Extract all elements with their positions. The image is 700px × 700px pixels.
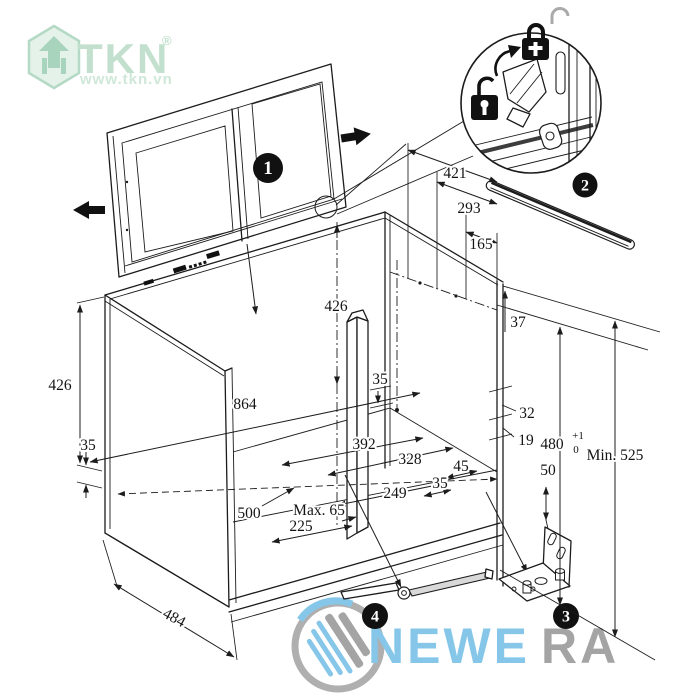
- rail-hole-centerline: [389, 271, 498, 311]
- dim-50: 50: [540, 462, 556, 479]
- floor-diagonal-hidden-line: [117, 476, 498, 497]
- callout-1-number: 1: [263, 158, 273, 179]
- tkn-url: www.tkn.vn: [79, 71, 173, 88]
- dim-min-525: Min. 525: [587, 447, 644, 464]
- rotate-arrow-icon: [494, 49, 512, 77]
- dim-480: 480: [540, 436, 564, 453]
- dim-421: 421: [443, 165, 466, 182]
- detail-source-circle: [314, 195, 338, 219]
- dim-max-65: Max. 65: [293, 502, 345, 519]
- dim-249: 249: [383, 485, 407, 502]
- dim-426-left: 426: [48, 377, 72, 394]
- dim-35-left: 35: [80, 437, 96, 454]
- tkn-registered-mark: ®: [162, 33, 172, 48]
- tool-handle: [340, 582, 400, 600]
- lock-closed-icon: [522, 7, 570, 60]
- dim-328: 328: [398, 451, 422, 468]
- door-rail-hardware: [143, 250, 220, 286]
- newera-wordmark-blue: NEWE: [368, 618, 530, 674]
- tkn-emblem-icon: [27, 24, 81, 90]
- door-right-panel: [251, 83, 332, 219]
- dimension-right-group: 32 19 480 +1 0 Min. 525 50: [488, 285, 661, 661]
- rail-strip-part: 2: [485, 172, 635, 250]
- cabinet-right-top-edge: [384, 211, 504, 283]
- dim-165: 165: [469, 236, 493, 253]
- dim-500: 500: [237, 505, 261, 522]
- dimension-top-group: 421 293 165 37: [407, 143, 528, 333]
- newera-logo: NEWE RA: [291, 597, 619, 693]
- dim-480-tolerance-lower: 0: [573, 444, 579, 456]
- dimension-center-group: 426 35: [322, 222, 394, 528]
- dim-37: 37: [510, 314, 526, 331]
- callout-1: [253, 153, 283, 183]
- interior-post: [346, 309, 369, 540]
- dim-35-floor: 35: [432, 475, 448, 492]
- dim-45: 45: [453, 458, 469, 475]
- cabinet-left-wall: [104, 294, 230, 608]
- dim-19: 19: [518, 432, 534, 449]
- door-install-arrow: [246, 243, 259, 315]
- dim-293: 293: [457, 200, 481, 217]
- newera-emblem-icon: [291, 597, 385, 693]
- dim-864: 864: [233, 396, 257, 413]
- corner-bracket-part: 3: [485, 491, 579, 629]
- callout-2: [572, 172, 598, 198]
- door-center-divider: [231, 108, 243, 242]
- slide-right-arrow-icon: [340, 127, 371, 146]
- tkn-logo: TKN ® www.tkn.vn: [27, 24, 173, 90]
- latch-lever: [502, 58, 547, 128]
- plinth-front-edge: [228, 522, 501, 601]
- dimension-floor-group: 392 328 249 45 35 Max. 65 225 500: [235, 434, 478, 544]
- callout-4: [362, 603, 388, 629]
- callout-3: [553, 603, 579, 629]
- dim-426-center: 426: [324, 298, 348, 315]
- newera-wordmark-gray: RA: [541, 618, 619, 674]
- slide-left-arrow-icon: [73, 201, 105, 219]
- tkn-wordmark: TKN: [77, 35, 169, 82]
- dim-35-center: 35: [372, 371, 388, 388]
- dim-392: 392: [352, 436, 375, 453]
- door-left-panel: [135, 125, 234, 253]
- callout-4-number: 4: [371, 609, 379, 626]
- lock-open-icon: [471, 76, 498, 120]
- bracket-base: [498, 562, 571, 602]
- dim-225: 225: [289, 518, 313, 535]
- lock-detail-view: [460, 7, 602, 174]
- dim-480-tolerance-upper: +1: [572, 430, 584, 442]
- frame-slot: [555, 51, 566, 95]
- callout-3-number: 3: [562, 609, 570, 626]
- latch-catch: [538, 122, 563, 150]
- dim-32: 32: [519, 405, 535, 422]
- callout-2-number: 2: [581, 178, 589, 195]
- sliding-door-assembly: 1: [73, 63, 474, 286]
- tool-shaft: [408, 571, 491, 597]
